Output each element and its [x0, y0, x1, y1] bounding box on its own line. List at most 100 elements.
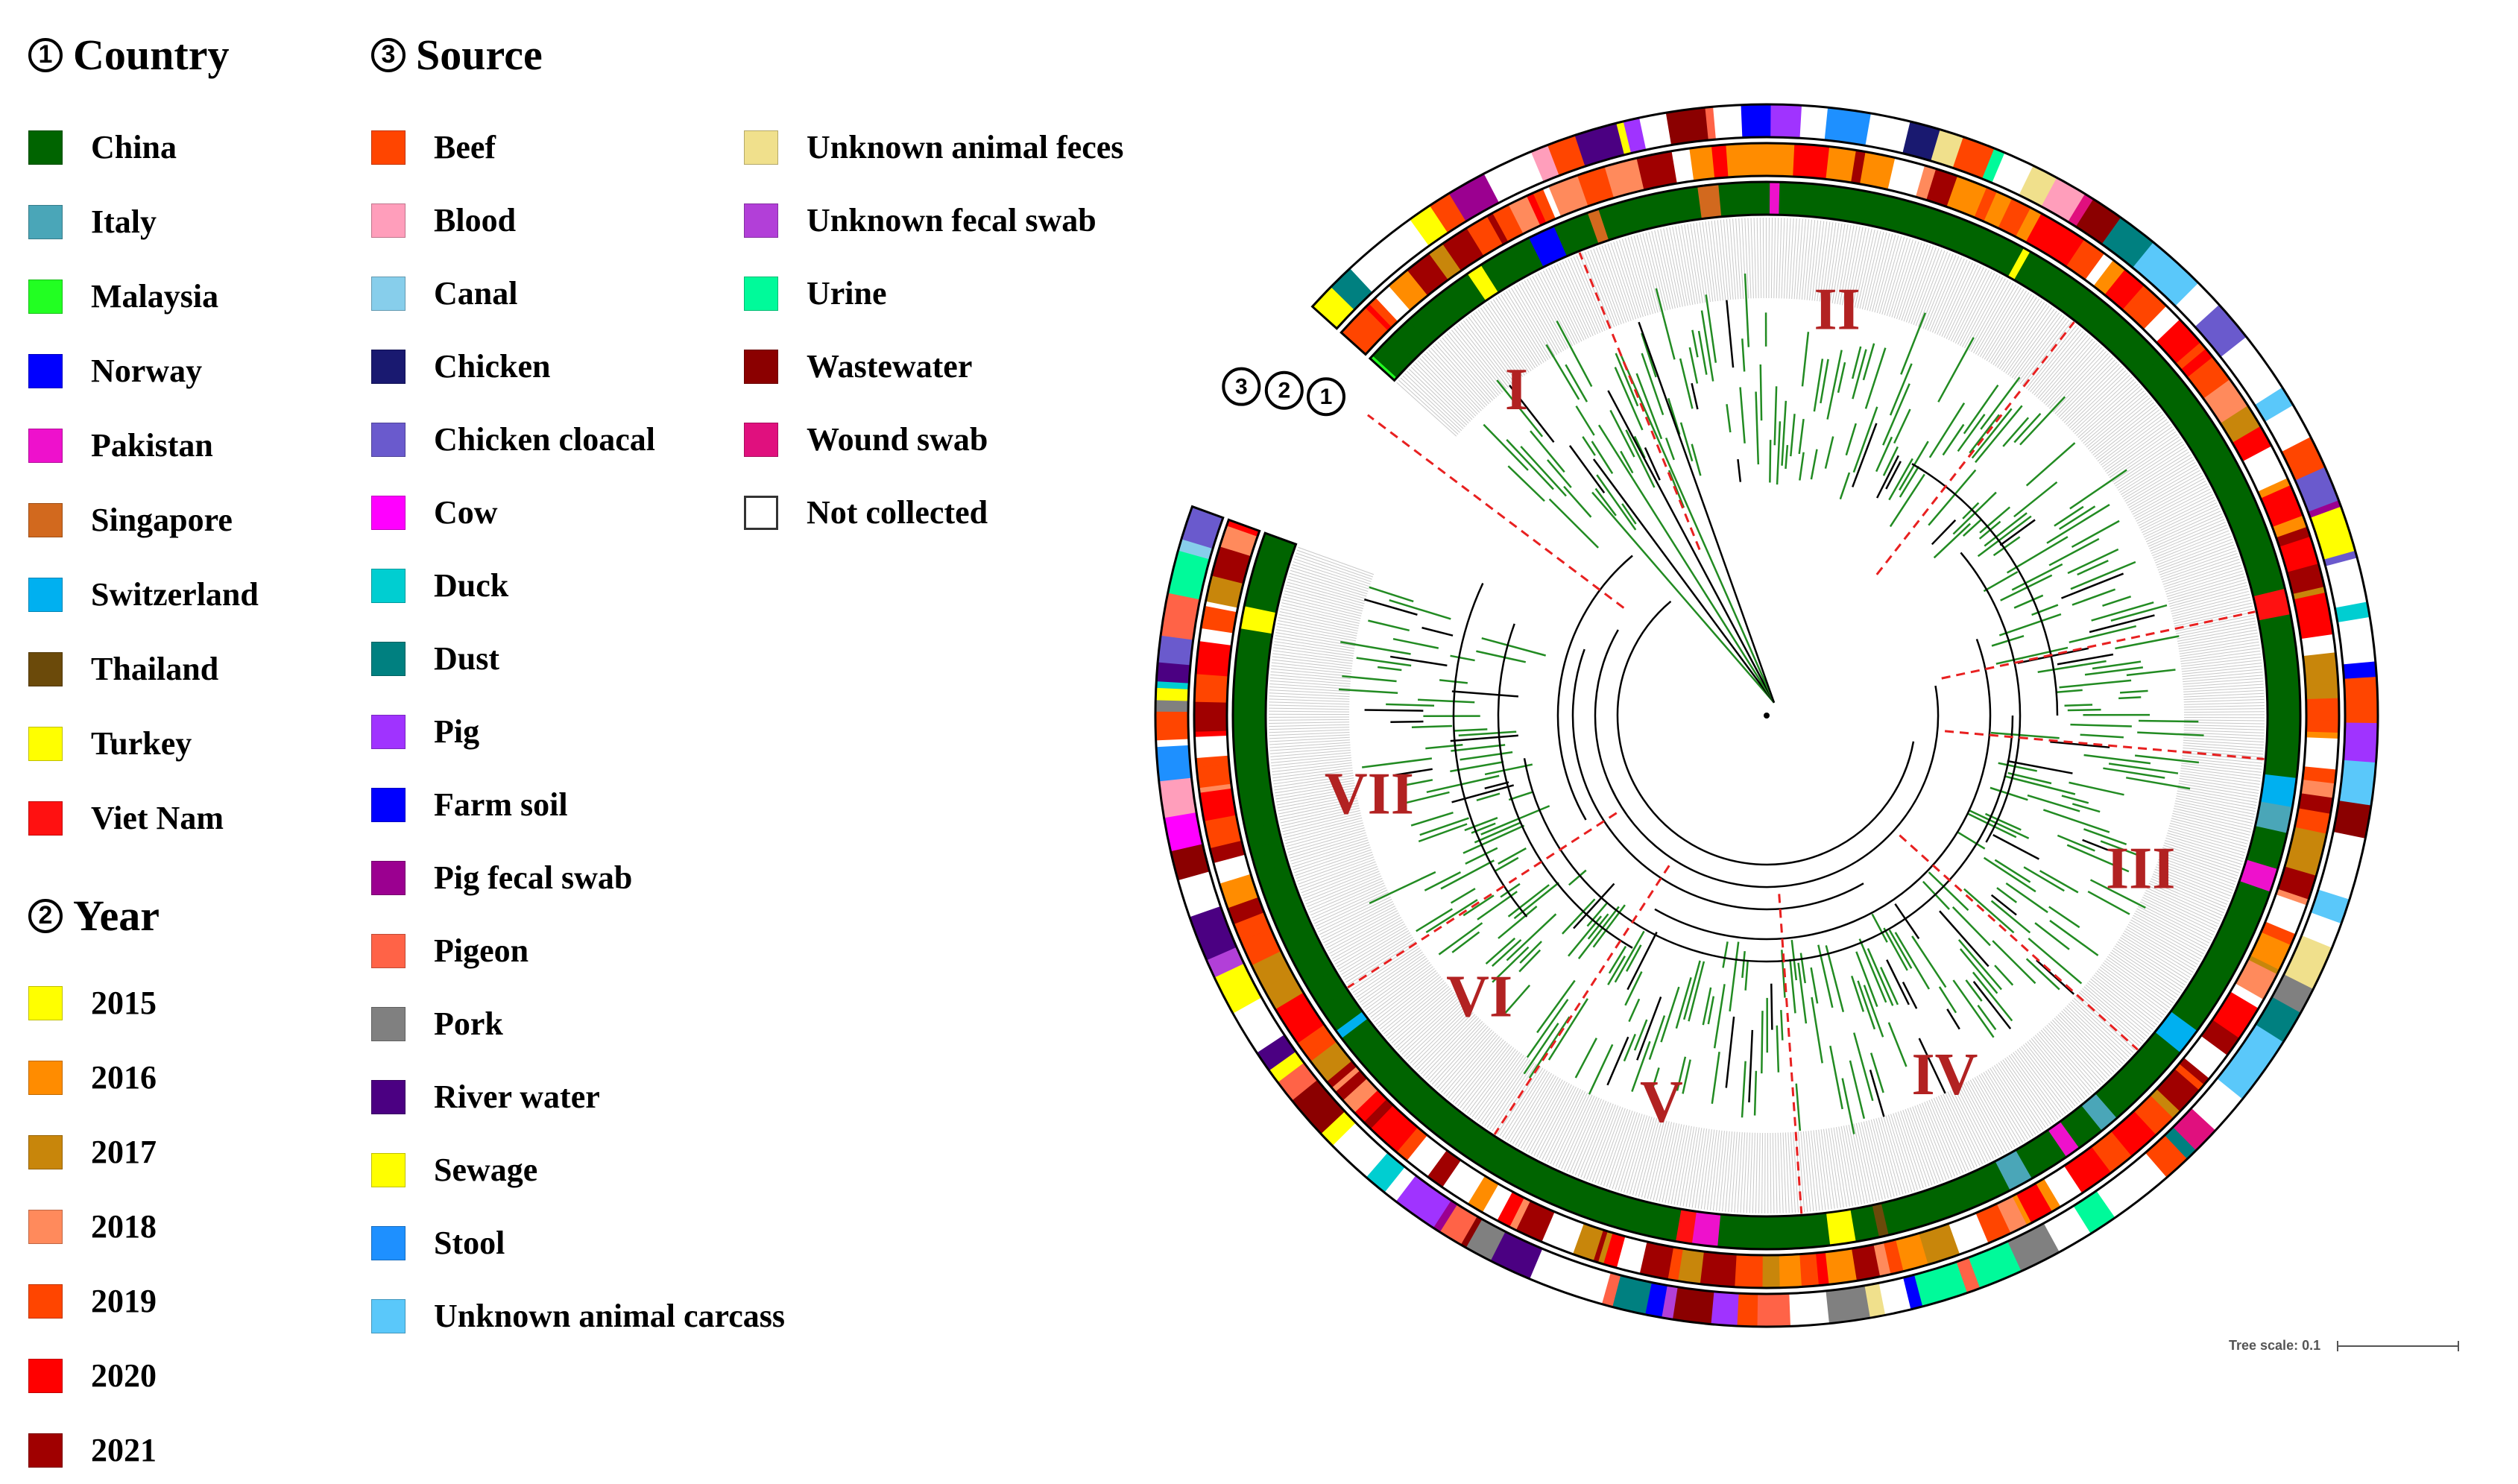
tip-label-line	[1331, 919, 1403, 959]
tree-branch	[1591, 491, 1775, 704]
tip-label-line	[2160, 852, 2238, 880]
tip-label-line	[1684, 224, 1699, 304]
tree-branch	[1547, 998, 1588, 1061]
tip-label-line	[2178, 783, 2259, 798]
ring-1-segment	[2170, 993, 2212, 1032]
tip-label-line	[1986, 292, 2030, 361]
tip-label-line	[1972, 1078, 2013, 1149]
tip-label-line	[1793, 218, 1800, 300]
ring-2-segment	[1860, 151, 1896, 190]
tree-branch	[1725, 1016, 1735, 1088]
tree-branch	[1636, 996, 1662, 1061]
ring-2-segment	[1734, 1254, 1763, 1288]
tree-branch	[1957, 831, 1986, 850]
tip-label-line	[1397, 995, 1458, 1051]
tree-branch	[2084, 666, 2144, 676]
tree-branch	[1591, 441, 1614, 474]
tip-label-line	[2053, 353, 2109, 413]
tip-label-line	[1293, 561, 1370, 587]
tip-label-line	[1319, 898, 1392, 935]
tree-branch	[1994, 859, 2031, 883]
tip-label-line	[2169, 825, 2247, 847]
tip-label-line	[1336, 926, 1407, 967]
tip-label-line	[2121, 935, 2191, 978]
tree-branch	[1990, 786, 2028, 801]
tip-label-line	[1768, 218, 1770, 299]
legend-swatch	[28, 130, 63, 165]
tree-branch	[1451, 784, 1515, 803]
tip-label-line	[1282, 599, 1361, 619]
legend-year-item: 2015	[28, 984, 157, 1022]
tip-label-line	[1943, 265, 1979, 338]
tip-label-line	[2158, 544, 2235, 573]
tree-branch	[1410, 811, 1454, 827]
ring-2-segment	[2025, 213, 2054, 249]
ring-1-segment	[2236, 880, 2271, 900]
legend-item-label: Pig	[434, 713, 480, 750]
tip-label-line	[2145, 505, 2218, 540]
tip-label-line	[1272, 765, 1353, 776]
tree-branch	[1980, 376, 2021, 430]
ring-1-segment	[1447, 1117, 1484, 1156]
tip-label-line	[2036, 335, 2089, 397]
tip-label-line	[1740, 1132, 1746, 1213]
tip-label-line	[2071, 1000, 2132, 1055]
tip-label-line	[1287, 830, 1366, 853]
ring-2-segment	[1442, 227, 1484, 271]
tip-label-line	[2098, 968, 2163, 1018]
tip-label-line	[2039, 338, 2093, 401]
clade-separator	[1778, 894, 1803, 1214]
tree-branch	[1523, 1023, 1559, 1075]
legend-source-item: Duck	[371, 566, 508, 604]
tip-label-line	[1941, 263, 1976, 337]
tree-branch	[2059, 505, 2096, 530]
tip-label-line	[1460, 322, 1511, 387]
tree-branch	[1628, 998, 1641, 1023]
tip-label-line	[1506, 291, 1549, 361]
tip-label-line	[2159, 854, 2236, 882]
ring-1-segment	[1675, 1209, 1697, 1244]
tip-label-line	[1897, 1111, 1924, 1189]
tree-branch	[2027, 794, 2080, 812]
tip-label-line	[1445, 1035, 1498, 1097]
ring-3-segment	[1756, 1293, 1791, 1327]
tree-branch	[1667, 397, 1681, 435]
ring-1-segment	[1726, 183, 1740, 216]
tip-label-line	[2183, 683, 2264, 690]
tip-label-line	[2167, 833, 2245, 856]
tip-label-line	[1937, 261, 1971, 335]
tip-label-line	[1439, 1029, 1492, 1091]
tip-label-line	[1275, 632, 1355, 647]
tip-label-line	[2142, 897, 2215, 933]
tree-branch	[1885, 461, 1902, 490]
ring-3-segment	[1623, 117, 1647, 154]
tip-label-line	[1305, 873, 1381, 905]
tip-label-line	[1870, 1120, 1892, 1198]
ring-2-segment	[1998, 198, 2031, 237]
tip-label-line	[1523, 1079, 1563, 1151]
tip-label-line	[2030, 329, 2082, 393]
ring-3-segment	[1277, 1062, 1318, 1101]
ring-1-segment	[1391, 320, 1430, 360]
legend-item-label: Switzerland	[91, 576, 259, 613]
ring-1-segment	[2250, 826, 2288, 854]
tip-label-line	[1954, 271, 1992, 344]
ring-1-segment	[2221, 910, 2259, 940]
tip-label-line	[1919, 1103, 1950, 1179]
ring-3-segment	[1864, 1283, 1886, 1319]
tree-branch	[2089, 879, 2146, 909]
tree-branch	[2013, 412, 2042, 443]
tip-label-line	[1890, 1114, 1916, 1191]
tree-branch	[1770, 983, 1773, 1030]
tree-branch	[1655, 288, 1676, 360]
legend-year-item: 2020	[28, 1357, 157, 1395]
tree-branch	[1665, 438, 1675, 461]
ring-2-segment	[1196, 763, 1231, 789]
tip-label-line	[2016, 1049, 2066, 1114]
tip-label-line	[1269, 692, 1350, 698]
legend-swatch	[371, 422, 406, 457]
tip-label-line	[2153, 871, 2229, 903]
tree-branch	[1857, 980, 1876, 1030]
tree-branch	[1799, 452, 1805, 481]
tree-branch	[2115, 635, 2180, 650]
